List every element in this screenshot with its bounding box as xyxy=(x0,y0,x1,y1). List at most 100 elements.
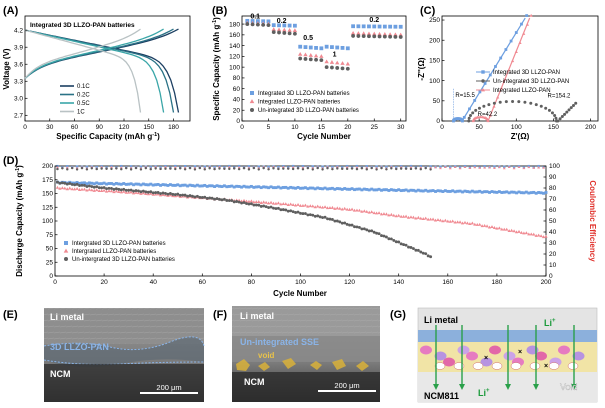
capacity-point xyxy=(225,198,229,202)
capacity-point xyxy=(97,189,101,193)
ce-point xyxy=(375,168,378,171)
capacity-point xyxy=(370,187,374,191)
capacity-point xyxy=(82,187,87,191)
capacity-point xyxy=(188,194,192,198)
capacity-point xyxy=(343,221,347,225)
capacity-point xyxy=(95,185,99,189)
capacity-point xyxy=(58,181,62,185)
capacity-point xyxy=(266,201,271,205)
capacity-point xyxy=(470,189,474,193)
schematic-g: ××× xyxy=(417,307,598,403)
ce-point xyxy=(228,167,231,171)
capacity-point xyxy=(132,183,136,187)
capacity-point xyxy=(293,203,298,207)
capacity-point xyxy=(527,191,531,195)
capacity-point xyxy=(104,189,109,193)
panel-a-xlabel: Specific Capacity (mAh g-1) xyxy=(56,132,160,141)
y-tick-label: 0 xyxy=(49,273,53,280)
capacity-point xyxy=(463,189,467,193)
capacity-point xyxy=(90,181,94,185)
data-point xyxy=(382,34,387,39)
voltage-curve-discharge xyxy=(24,29,142,113)
capacity-point xyxy=(68,182,72,185)
data-point xyxy=(340,66,345,71)
capacity-point xyxy=(124,190,128,194)
capacity-point xyxy=(301,203,305,207)
capacity-point xyxy=(387,189,391,192)
data-point xyxy=(393,24,398,29)
data-point xyxy=(356,34,361,38)
capacity-point xyxy=(497,226,502,230)
capacity-point xyxy=(289,209,293,213)
panel-c-label: (C) xyxy=(420,5,436,17)
capacity-point xyxy=(242,184,246,188)
capacity-point xyxy=(242,201,246,204)
capacity-point xyxy=(153,192,158,196)
sem-e-layer-label: 3D LLZO-PAN xyxy=(50,342,109,352)
capacity-point xyxy=(306,204,310,208)
data-point xyxy=(356,24,361,29)
data-point xyxy=(266,19,271,24)
ce-point xyxy=(198,166,202,170)
ce-point xyxy=(188,166,192,170)
legend-marker xyxy=(63,248,69,253)
panel-b-ylabel: Specific Capacity (mAh g-1) xyxy=(212,17,221,121)
panel-g-label: (G) xyxy=(390,309,406,321)
panel-d-label: (D) xyxy=(3,155,19,167)
y-tick-label: 100 xyxy=(229,64,240,71)
capacity-point xyxy=(208,196,212,200)
legend-label: 0.2C xyxy=(77,93,90,99)
data-point xyxy=(565,110,569,114)
x-tick-label: 100 xyxy=(295,279,306,286)
capacity-point xyxy=(377,187,381,191)
capacity-point xyxy=(235,200,239,203)
capacity-point xyxy=(348,187,352,191)
ce-point xyxy=(120,168,123,171)
capacity-point xyxy=(502,190,506,194)
y2-tick-label: 70 xyxy=(549,196,557,203)
data-point xyxy=(351,24,355,29)
y2-tick-label: 50 xyxy=(549,218,557,225)
capacity-point xyxy=(374,211,379,215)
data-point xyxy=(496,95,500,99)
capacity-point xyxy=(136,191,141,195)
capacity-point xyxy=(534,233,538,237)
capacity-point xyxy=(78,184,82,187)
capacity-point xyxy=(483,190,487,194)
data-point xyxy=(514,31,518,34)
capacity-point xyxy=(318,187,322,190)
data-point xyxy=(324,59,329,64)
data-point xyxy=(261,19,266,24)
schematic-li-ion-label-2: Li+ xyxy=(478,388,490,398)
x-tick-label: 0 xyxy=(240,124,244,131)
ce-point xyxy=(277,167,280,171)
capacity-point xyxy=(355,208,359,212)
capacity-point xyxy=(232,200,236,204)
capacity-point xyxy=(407,245,410,249)
y-tick-label: 4.2 xyxy=(14,27,23,34)
capacity-point xyxy=(333,206,337,210)
capacity-point xyxy=(117,182,121,186)
capacity-point xyxy=(97,182,101,186)
capacity-point xyxy=(122,187,126,191)
capacity-point xyxy=(161,183,165,187)
capacity-point xyxy=(529,191,533,195)
capacity-point xyxy=(56,180,59,184)
rate-label: 0.1 xyxy=(250,14,260,21)
panel-f-label: (F) xyxy=(213,309,227,321)
capacity-point xyxy=(512,190,516,194)
capacity-point xyxy=(411,188,415,192)
schematic-pore xyxy=(472,362,484,370)
panel-b-label: (B) xyxy=(212,5,228,17)
capacity-point xyxy=(156,182,160,186)
capacity-point xyxy=(107,182,111,185)
capacity-point xyxy=(139,190,143,194)
capacity-point xyxy=(539,234,543,238)
data-point xyxy=(271,30,276,35)
ce-point xyxy=(429,166,432,169)
capacity-point xyxy=(114,189,119,193)
y-tick-label: 150 xyxy=(42,191,53,198)
capacity-point xyxy=(186,184,190,188)
data-point xyxy=(330,45,334,49)
legend-marker xyxy=(249,99,255,104)
